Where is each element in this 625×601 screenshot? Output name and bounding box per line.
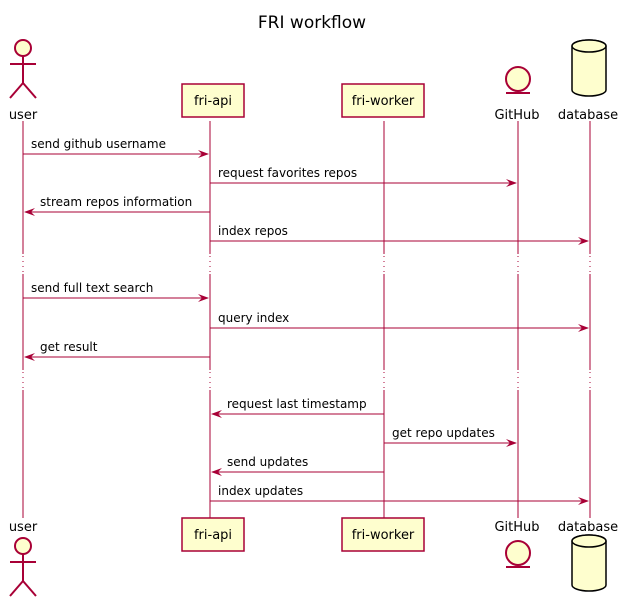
message-label: index updates — [218, 484, 303, 498]
message-arrow-head — [506, 439, 517, 447]
message-2: stream repos information — [24, 195, 210, 216]
participant-label-fri-api: fri-api — [194, 528, 232, 543]
message-12: index updates — [210, 484, 589, 505]
message-label: get result — [40, 340, 98, 354]
message-5: send full text search — [23, 281, 209, 302]
participant-label-database: database — [558, 108, 618, 123]
participant-heads-top: user fri-api fri-worker GitHub — [9, 39, 618, 123]
message-3: index repos — [210, 224, 589, 245]
participant-label-user: user — [9, 520, 38, 535]
message-arrow-head — [578, 497, 589, 505]
message-0: send github username — [23, 137, 209, 158]
participant-user-top: user — [9, 39, 38, 123]
message-9: request last timestamp — [211, 397, 384, 418]
message-label: send updates — [227, 455, 308, 469]
participant-fri-worker-top: fri-worker — [341, 83, 425, 118]
message-arrow-head — [506, 179, 517, 187]
database-icon — [571, 39, 607, 97]
participant-database-bottom: database — [558, 520, 618, 592]
participant-box — [341, 83, 425, 118]
participant-box — [181, 83, 245, 118]
actor-icon — [9, 537, 37, 597]
actor-icon — [9, 39, 37, 99]
message-label: request favorites repos — [218, 166, 357, 180]
message-6: query index — [210, 311, 589, 332]
participant-fri-worker-bottom: fri-worker — [341, 517, 425, 552]
message-7: get result — [24, 340, 210, 361]
participant-box — [181, 517, 245, 552]
message-11: send updates — [211, 455, 384, 476]
message-label: get repo updates — [392, 426, 495, 440]
participant-database-top: database — [558, 39, 618, 123]
participant-label-database: database — [558, 520, 618, 535]
message-label: request last timestamp — [227, 397, 367, 411]
database-icon — [571, 534, 607, 592]
participant-user-bottom: user — [9, 520, 38, 597]
message-label: stream repos information — [40, 195, 192, 209]
entity-icon — [505, 66, 531, 94]
message-label: send github username — [31, 137, 166, 151]
message-arrow-head — [24, 208, 35, 216]
participant-heads-bottom: user fri-api fri-worker GitHub — [9, 517, 618, 597]
participant-label-github: GitHub — [494, 520, 539, 535]
diagram-title: FRI workflow — [258, 13, 366, 33]
message-arrow-head — [198, 294, 209, 302]
participant-github-top: GitHub — [494, 66, 540, 123]
message-arrow-head — [198, 150, 209, 158]
message-label: query index — [218, 311, 289, 325]
message-arrow-head — [211, 410, 222, 418]
message-arrow-head — [24, 353, 35, 361]
entity-icon — [505, 540, 531, 568]
message-arrow-head — [578, 324, 589, 332]
message-label: send full text search — [31, 281, 153, 295]
participant-box — [341, 517, 425, 552]
participant-label-fri-api: fri-api — [194, 94, 232, 109]
message-10: get repo updates — [384, 426, 517, 447]
participant-fri-api-top: fri-api — [181, 83, 245, 118]
participant-label-user: user — [9, 108, 38, 123]
participant-fri-api-bottom: fri-api — [181, 517, 245, 552]
message-label: index repos — [218, 224, 288, 238]
message-1: request favorites repos — [210, 166, 517, 187]
participant-label-fri-worker: fri-worker — [352, 528, 415, 543]
participant-label-github: GitHub — [494, 108, 539, 123]
messages: send github username request favorites re… — [23, 137, 589, 505]
message-arrow-head — [578, 237, 589, 245]
lifelines — [22, 121, 591, 518]
participant-label-fri-worker: fri-worker — [352, 94, 415, 109]
message-arrow-head — [211, 468, 222, 476]
participant-github-bottom: GitHub — [494, 520, 540, 568]
